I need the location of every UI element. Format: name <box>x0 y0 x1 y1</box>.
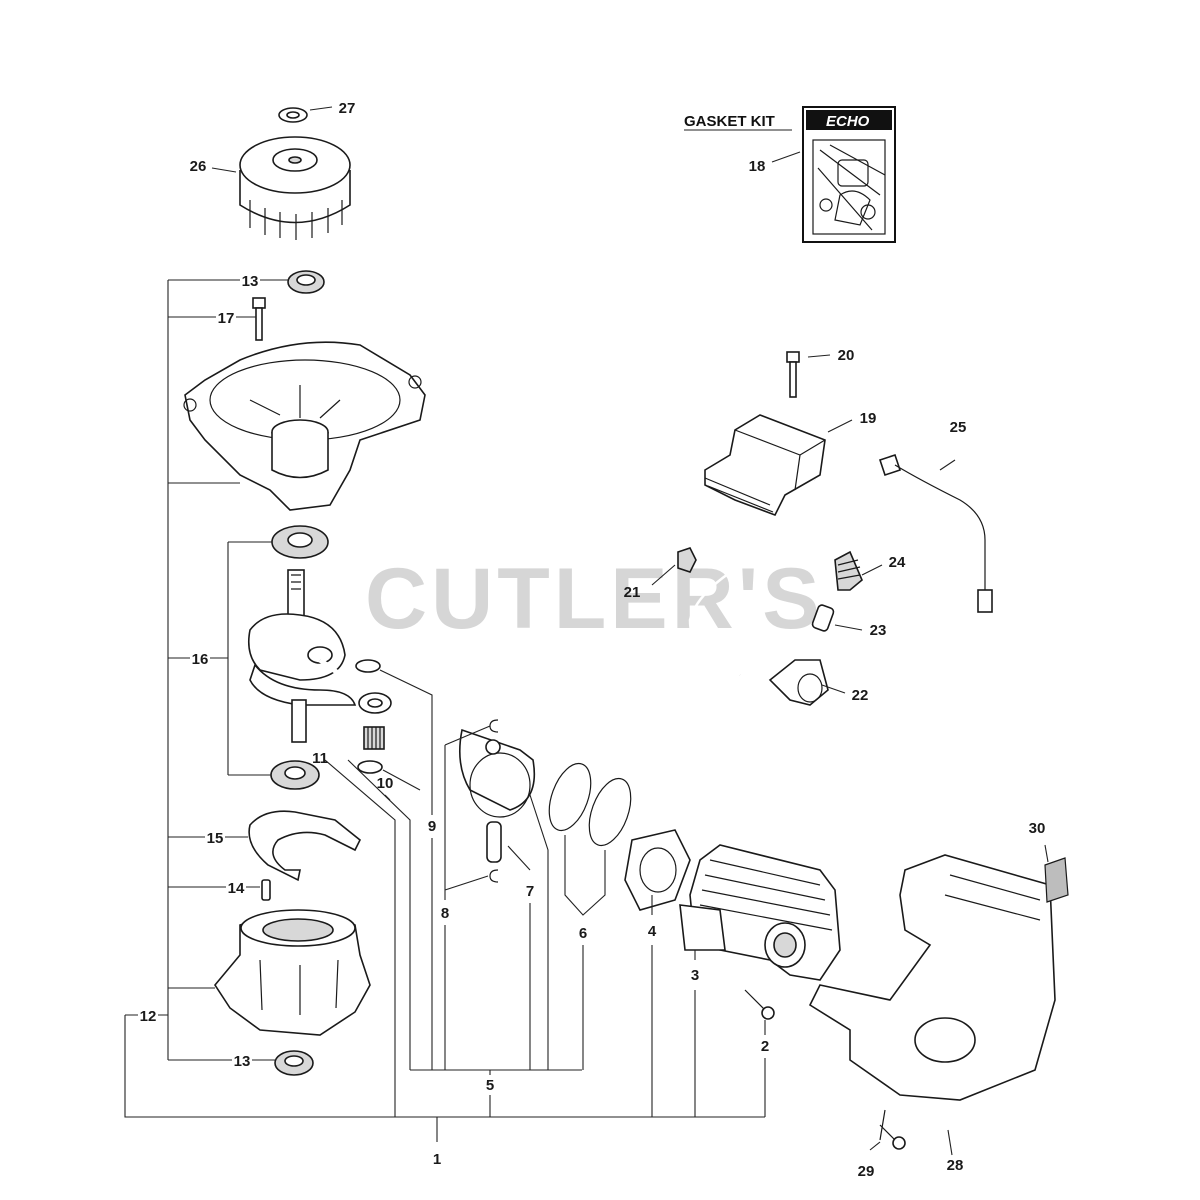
part-13-oil-seal-bottom <box>274 1050 314 1076</box>
label-14: 14 <box>228 880 245 897</box>
part-9-thrust-washers <box>355 659 383 774</box>
label-6: 6 <box>579 925 587 942</box>
label-20: 20 <box>838 347 855 364</box>
part-30-label <box>1044 857 1069 903</box>
part-crankshaft <box>247 569 392 743</box>
part-3-cylinder <box>679 844 841 981</box>
label-13-bottom: 13 <box>234 1053 251 1070</box>
part-7-piston-pin <box>486 821 502 863</box>
label-26: 26 <box>190 158 207 175</box>
label-7: 7 <box>526 883 534 900</box>
part-crankcase-upper <box>183 341 426 511</box>
label-30: 30 <box>1029 820 1046 837</box>
watermark: CUTLER'S <box>365 551 824 647</box>
part-21-grommet <box>677 547 697 573</box>
label-23: 23 <box>870 622 887 639</box>
part-6-piston-rings <box>548 762 632 847</box>
part-22-plug-cap <box>768 659 829 706</box>
part-4-gasket <box>624 829 691 911</box>
gasket-kit-illustration <box>812 139 886 235</box>
label-29: 29 <box>858 1163 875 1180</box>
label-24: 24 <box>889 554 906 571</box>
part-20-bolt <box>786 351 800 398</box>
label-27: 27 <box>339 100 356 117</box>
label-2: 2 <box>761 1038 769 1055</box>
label-21: 21 <box>624 584 641 601</box>
label-13-top: 13 <box>242 273 259 290</box>
echo-logo: ECHO <box>826 113 870 130</box>
label-22: 22 <box>852 687 869 704</box>
echo-logo-band <box>806 110 892 130</box>
label-17: 17 <box>218 310 235 327</box>
part-16-bearing-upper <box>271 525 329 559</box>
label-10: 10 <box>377 775 394 792</box>
part-14-pin <box>261 879 271 901</box>
part-16-bearing-lower <box>270 760 320 790</box>
label-16: 16 <box>192 651 209 668</box>
part-24-spring <box>834 550 863 591</box>
label-4: 4 <box>648 923 657 940</box>
label-5: 5 <box>486 1077 494 1094</box>
label-3: 3 <box>691 967 699 984</box>
part-13-oil-seal-top <box>287 270 325 294</box>
part-27-washer <box>278 107 308 123</box>
part-15-plate <box>248 810 362 882</box>
label-25: 25 <box>950 419 967 436</box>
label-19: 19 <box>860 410 877 427</box>
label-15: 15 <box>207 830 224 847</box>
part-25-wire <box>878 453 993 613</box>
part-high-tension-lead <box>688 479 825 677</box>
part-17-bolt <box>252 297 266 341</box>
part-crankcase-lower <box>214 909 371 1036</box>
part-19-ignition-coil <box>704 414 826 517</box>
leader-lines <box>124 106 1049 1156</box>
label-8: 8 <box>441 905 449 922</box>
label-12: 12 <box>140 1008 157 1025</box>
label-9: 9 <box>428 818 436 835</box>
part-23-terminal <box>811 604 835 632</box>
part-piston <box>459 728 536 818</box>
gasket-kit-title: GASKET KIT <box>684 113 775 130</box>
part-28-cover <box>808 854 1056 1141</box>
label-18: 18 <box>749 158 766 175</box>
part-10-needle-bearing <box>363 726 385 750</box>
part-2-bolt <box>744 989 775 1020</box>
label-11: 11 <box>312 750 328 767</box>
label-28: 28 <box>947 1157 964 1174</box>
gasket-kit-group: GASKET KIT ECHO <box>684 106 896 243</box>
label-1: 1 <box>433 1151 441 1168</box>
part-26-flywheel <box>239 136 351 240</box>
part-29-screw <box>879 1124 906 1150</box>
part-number-labels: 1 2 3 4 5 6 7 8 9 10 11 12 13 13 14 15 1… <box>140 100 1046 1180</box>
